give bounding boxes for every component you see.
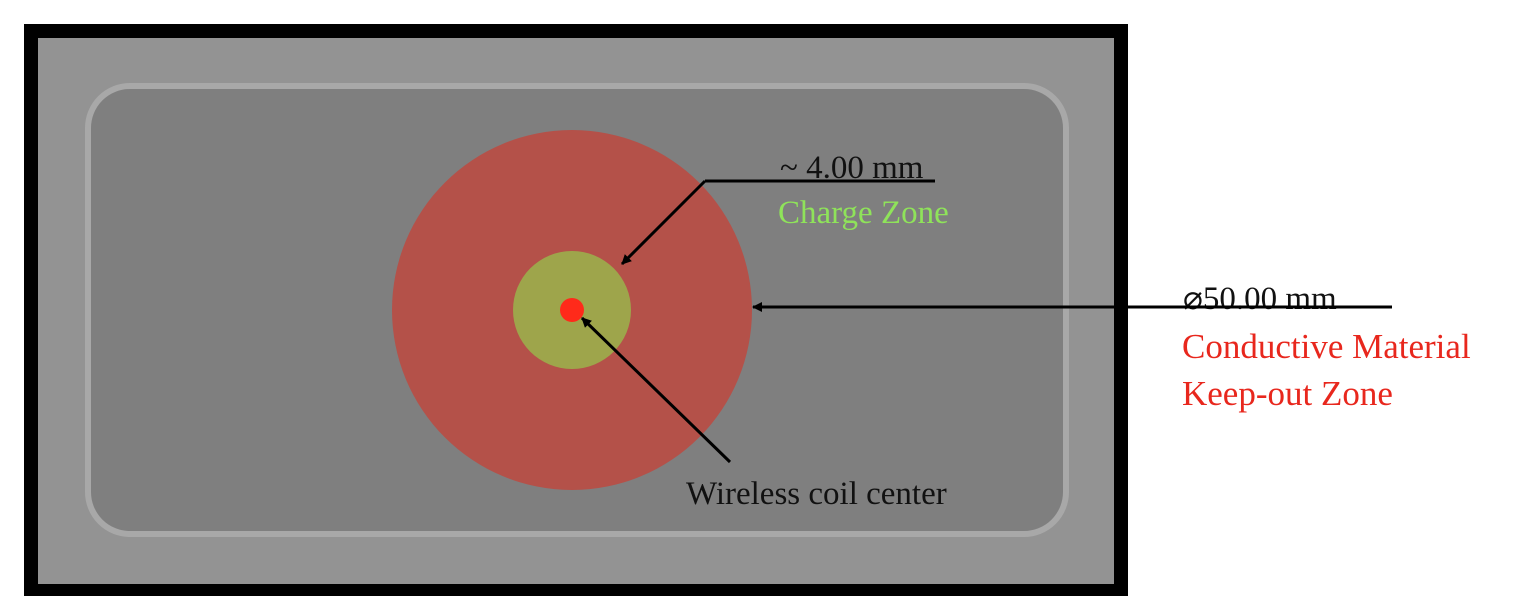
keepout-label-line1: Conductive Material	[1182, 327, 1471, 366]
coil-center-label: Wireless coil center	[686, 476, 947, 512]
coil-center-arrow	[580, 316, 732, 464]
keepout-dimension-label: ⌀50.00 mm	[1183, 281, 1337, 317]
keepout-label-line2: Keep-out Zone	[1182, 374, 1393, 413]
charge-arrow	[620, 179, 707, 266]
coil-center-dot	[560, 298, 584, 322]
charge-zone-label: Charge Zone	[778, 195, 949, 231]
